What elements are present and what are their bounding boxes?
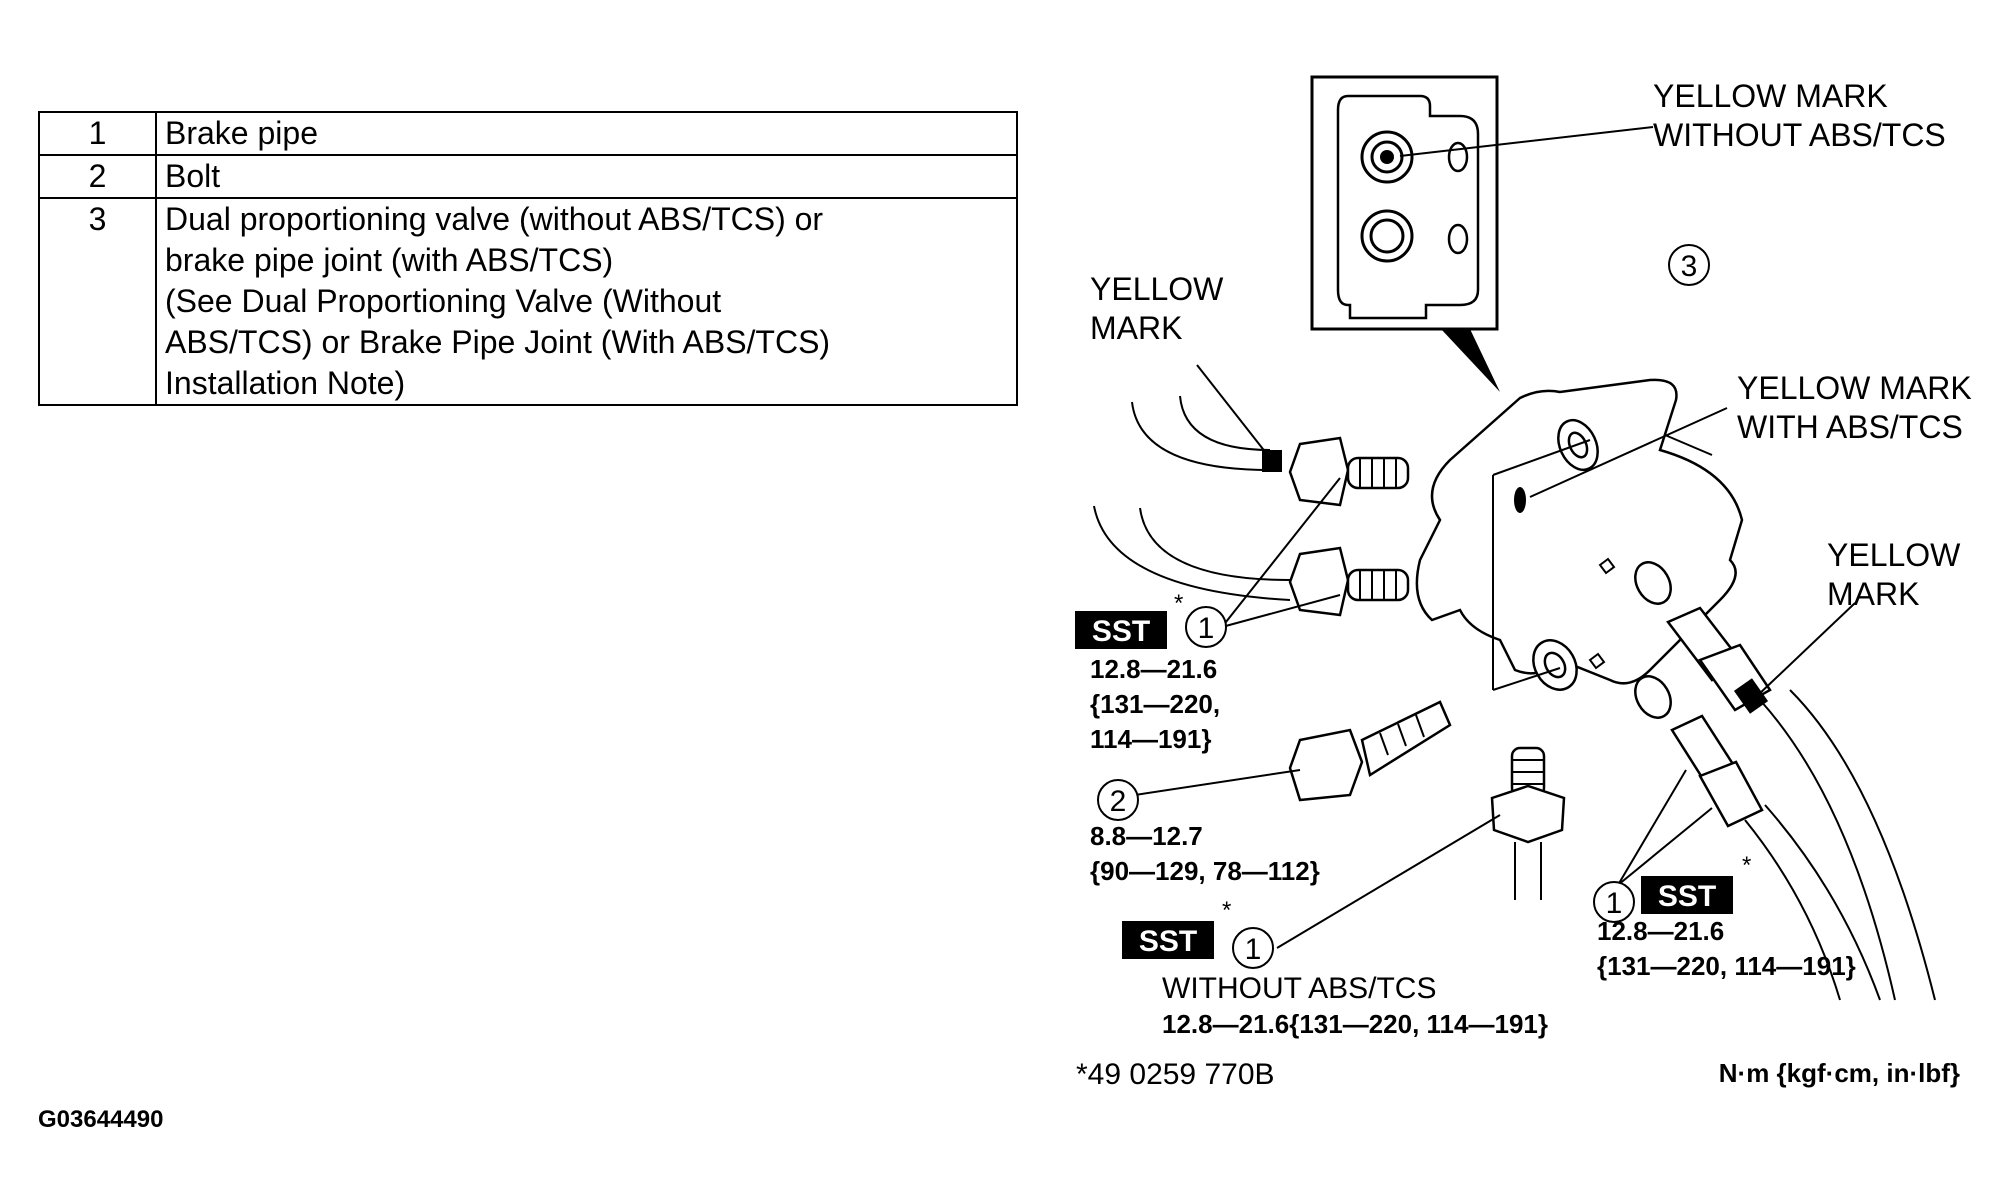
sst-badge	[1075, 611, 1167, 649]
legend-row-description: Dual proportioning valve (without ABS/TC…	[155, 197, 1018, 406]
inset-yellow-mark-label: YELLOW MARK	[1653, 78, 1888, 114]
left-yellow-mark-label: MARK	[1090, 310, 1182, 346]
asterisk-mark: *	[1742, 852, 1751, 879]
torque-spec: {131—220, 114—191}	[1597, 951, 1856, 981]
sst-label: SST	[1658, 880, 1716, 913]
part-number-1: 1	[1606, 887, 1623, 920]
legend-row-description: Brake pipe	[155, 111, 1018, 156]
inset-detail	[1310, 75, 1500, 392]
right-yellow-mark-label: MARK	[1827, 576, 1919, 612]
left-yellow-mark-label: YELLOW	[1090, 271, 1224, 307]
asterisk-mark: *	[1174, 590, 1183, 617]
legend-row-number: 1	[38, 111, 157, 156]
brake-pipe-right	[1666, 606, 1936, 1001]
torque-spec: {90—129, 78—112}	[1090, 856, 1320, 886]
part-number-circle	[1232, 927, 1274, 969]
part-number-1: 1	[1245, 933, 1262, 966]
torque-spec: 12.8—21.6	[1090, 654, 1217, 684]
torque-spec: {131—220,	[1090, 689, 1220, 719]
part-number-1: 1	[1198, 612, 1215, 645]
part-number-circle	[1593, 881, 1635, 923]
legend-row-description: Bolt	[155, 154, 1018, 199]
inset-yellow-mark-label: WITHOUT ABS/TCS	[1653, 117, 1946, 153]
legend-row-number: 3	[38, 197, 157, 406]
brake-pipe-middle-left	[1093, 505, 1410, 617]
part-number-circle	[1185, 606, 1227, 648]
brake-pipe-upper-left	[1131, 395, 1410, 507]
torque-spec: 114—191}	[1090, 724, 1211, 754]
legend-row: 1 Brake pipe	[38, 111, 1018, 156]
sst-badge	[1122, 921, 1214, 959]
legend-row: 3 Dual proportioning valve (without ABS/…	[38, 197, 1018, 406]
body-yellow-mark-label: WITH ABS/TCS	[1737, 409, 1963, 445]
sst-label: SST	[1139, 925, 1197, 958]
figure-id: G03644490	[38, 1106, 164, 1133]
torque-spec: 8.8—12.7	[1090, 821, 1203, 851]
torque-units: N·m {kgf·cm, in·lbf}	[1719, 1058, 1960, 1088]
legend-row: 2 Bolt	[38, 154, 1018, 199]
part-number-circle	[1668, 244, 1710, 286]
leader-lines	[1134, 126, 1856, 949]
brake-pipe-bottom	[1490, 746, 1566, 900]
without-abs-label: WITHOUT ABS/TCS	[1162, 972, 1436, 1005]
sst-label: SST	[1092, 615, 1150, 648]
part-number-circle	[1097, 779, 1139, 821]
body-yellow-mark-label: YELLOW MARK	[1737, 370, 1972, 406]
parts-legend-table: 1 Brake pipe 2 Bolt 3 Dual proportioning…	[38, 111, 1018, 406]
torque-spec: 12.8—21.6	[1597, 916, 1724, 946]
bolt	[1288, 700, 1452, 802]
part-number-3: 3	[1681, 250, 1698, 283]
right-yellow-mark-label: YELLOW	[1827, 537, 1961, 573]
valve-body	[1415, 378, 1744, 719]
part-number-2: 2	[1110, 785, 1127, 818]
sst-part-footnote: *49 0259 770B	[1076, 1058, 1275, 1091]
asterisk-mark: *	[1222, 897, 1231, 924]
sst-badge	[1641, 876, 1733, 914]
torque-spec: 12.8—21.6{131—220, 114—191}	[1162, 1009, 1548, 1039]
legend-row-number: 2	[38, 154, 157, 199]
